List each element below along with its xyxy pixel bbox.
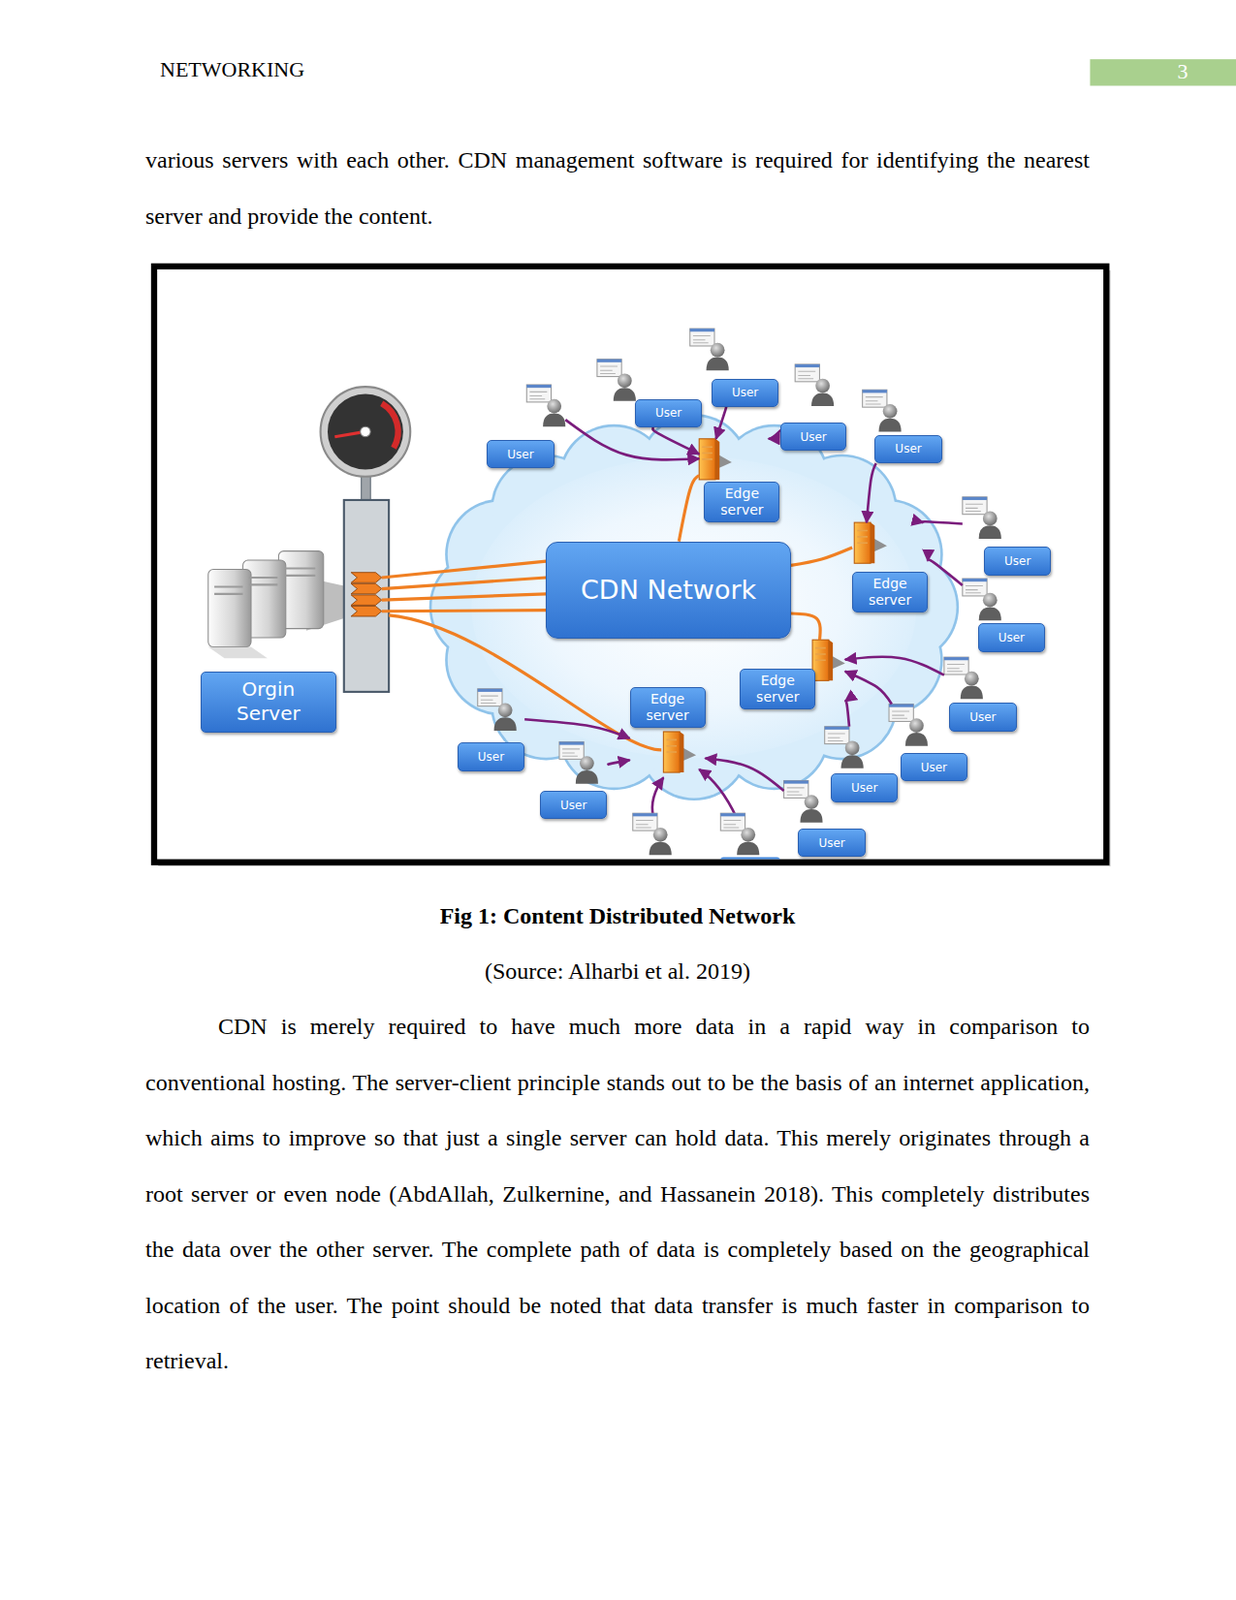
user-label: User (797, 828, 865, 857)
running-header: NETWORKING (159, 57, 451, 83)
body-paragraph: CDN is merely required to have much more… (145, 999, 1090, 1391)
cloud-fill (471, 456, 917, 760)
user-icon (690, 328, 729, 371)
user-label: User (874, 435, 942, 464)
user-node: User (690, 328, 780, 408)
cdn-link (678, 475, 699, 541)
user-label: User (711, 379, 779, 408)
header-bar (1089, 59, 1236, 86)
icons (477, 328, 1002, 856)
edge-label: Edge server (852, 571, 928, 613)
user-request-arrow (652, 427, 699, 454)
user-icon (526, 384, 566, 427)
edge-label: Edge server (630, 687, 706, 729)
user-label: User (983, 546, 1051, 575)
origin-node: Orgin Server (200, 671, 337, 733)
cdn-label: CDN Network (545, 541, 792, 639)
figure-source: (Source: Alharbi et al. 2019) (145, 956, 1090, 986)
figure-caption: Fig 1: Content Distributed Network (145, 901, 1090, 931)
user-request-arrow (768, 430, 782, 440)
user-icon (477, 689, 517, 731)
user-node: User (780, 364, 846, 451)
edge-label: Edge server (739, 668, 816, 710)
cdn-link (791, 547, 853, 566)
user-request-arrow (920, 521, 963, 524)
edge-server-icon (698, 439, 732, 480)
user-icon (824, 727, 864, 769)
user-node: User (597, 359, 702, 429)
edge-server-icon (663, 731, 697, 773)
user-icon (720, 813, 760, 856)
traffic-bar (344, 500, 389, 693)
user-request-arrow (704, 758, 784, 791)
user-icon (633, 813, 672, 856)
user-node: User (457, 689, 525, 772)
figure-content (208, 328, 1002, 859)
user-label: User (780, 422, 846, 451)
user-label: User (539, 791, 607, 820)
user-icon (597, 359, 636, 402)
user-label: User (486, 440, 554, 469)
user-box-cut (719, 856, 781, 859)
user-request-arrow (845, 671, 892, 705)
user-node: User (888, 703, 968, 782)
user-label: User (949, 702, 1016, 731)
user-icon (962, 497, 1002, 539)
user-node: User (784, 780, 866, 857)
edge-node: Edge server (739, 639, 845, 710)
user-label: User (978, 623, 1046, 652)
user-request-arrow (845, 700, 850, 727)
user-node: User (539, 741, 607, 820)
user-request-arrow (524, 719, 630, 739)
cloud-shape (429, 413, 959, 801)
user-request-arrow (606, 760, 630, 765)
user-icon (559, 741, 599, 784)
user-request-arrow (866, 463, 877, 523)
user-label: User (634, 399, 702, 428)
user-label: User (830, 773, 898, 802)
cdn-node: CDN Network (545, 541, 792, 639)
page-number: 3 (1163, 59, 1203, 85)
user-icon (962, 578, 1002, 621)
origin-label: Orgin Server (200, 671, 337, 733)
user-node: User (962, 578, 1046, 653)
figure-frame (154, 266, 1107, 863)
user-node: User (944, 657, 1017, 732)
origin-servers (208, 551, 345, 660)
user-icon (784, 780, 824, 823)
edge-node: Edge server (852, 522, 928, 613)
body-paragraph: various servers with each other. CDN man… (145, 132, 1090, 245)
edge-node: Edge server (698, 439, 780, 523)
user-label: User (900, 753, 968, 782)
user-node: User (962, 497, 1052, 576)
user-node: User (824, 727, 899, 803)
edge-label: Edge server (703, 481, 780, 523)
gauge (320, 386, 412, 503)
user-request-arrow (927, 559, 963, 585)
user-icon (888, 704, 928, 747)
user-icon (862, 389, 902, 432)
user-node: User (486, 384, 566, 469)
user-request-arrow (845, 657, 945, 676)
user-node: User (862, 389, 943, 464)
user-label: User (457, 742, 525, 771)
user-links-unlabelled (652, 769, 737, 820)
edge-server-icon (812, 639, 846, 681)
user-request-arrow (716, 406, 728, 440)
user-icon (944, 657, 983, 699)
edge-node: Edge server (630, 687, 706, 773)
edge-server-icon (854, 522, 888, 564)
cdn-link (791, 613, 821, 640)
user-icon (794, 364, 834, 407)
